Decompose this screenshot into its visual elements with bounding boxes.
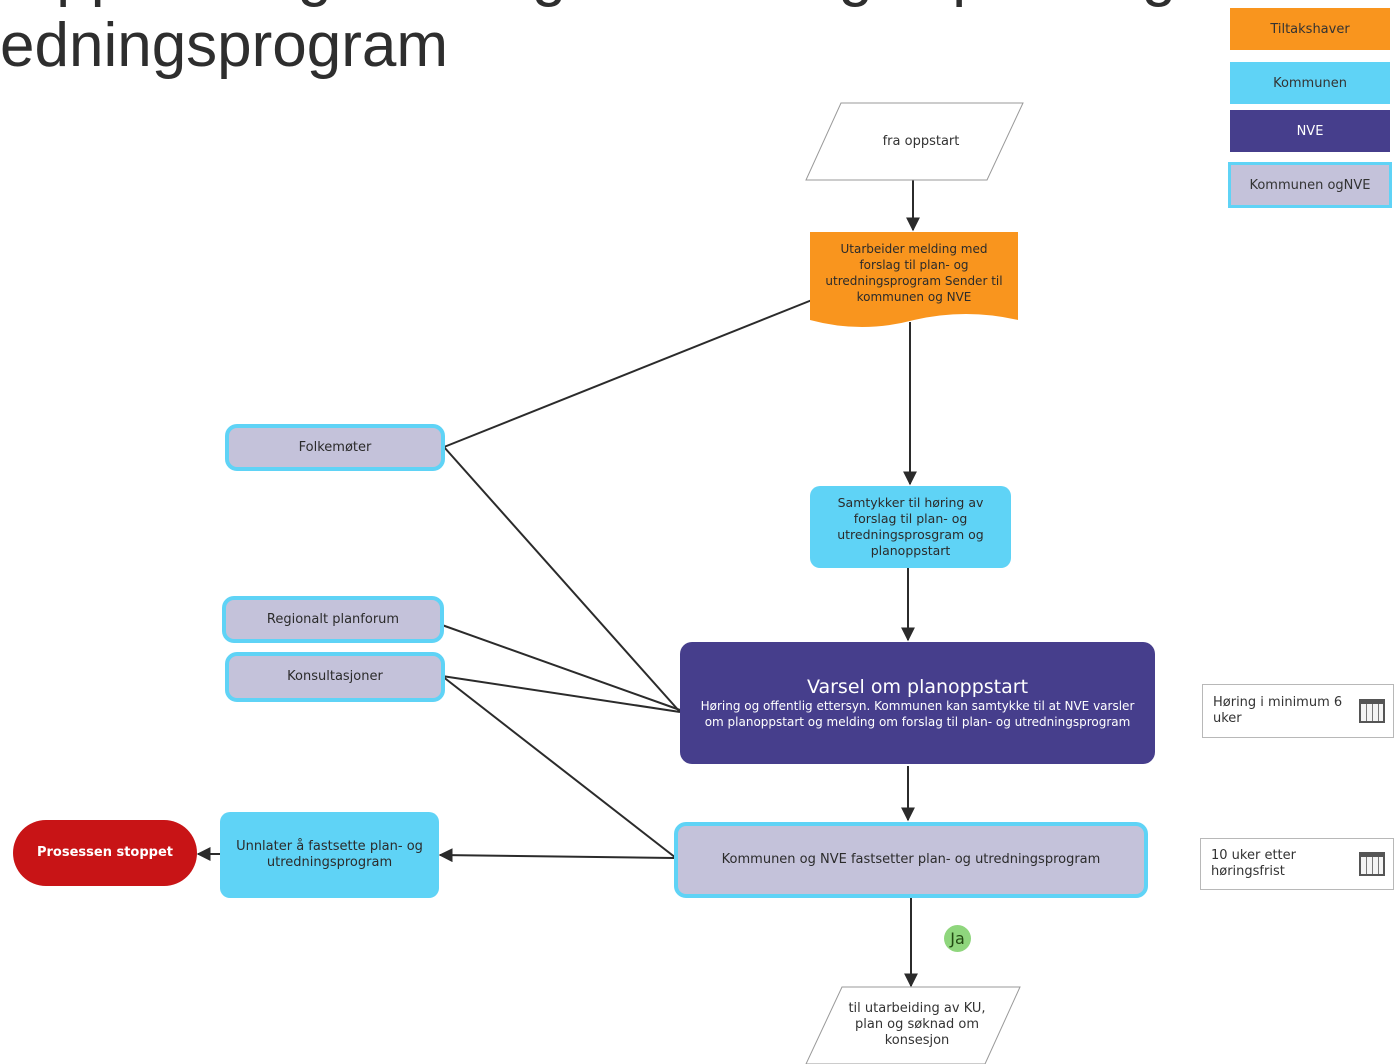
edge-folkemoter-varsel [443, 446, 681, 713]
legend-kommunen-og-nve: Kommunen ogNVE [1228, 162, 1392, 208]
varsel-body: Høring og offentlig ettersyn. Kommunen k… [700, 699, 1135, 729]
calendar-icon [1359, 699, 1385, 723]
konsultasjoner-node: Konsultasjoner [225, 652, 445, 702]
start-node-label: fra oppstart [882, 133, 960, 149]
horing-note: Høring i minimum 6 uker [1202, 684, 1394, 738]
melding-document-shape [810, 232, 1018, 327]
varsel-title: Varsel om planoppstart [806, 676, 1029, 698]
folkemoter-node: Folkemøter [225, 424, 445, 471]
legend-kommunen: Kommunen [1230, 62, 1390, 104]
edge-fastsetter-unnlater [438, 848, 675, 863]
frist-note: 10 uker etter høringsfrist [1200, 838, 1394, 890]
legend-nve: NVE [1230, 110, 1390, 152]
edge-folkemoter-melding [443, 299, 813, 448]
end-parallelogram [805, 986, 1021, 1064]
page-title-line1: Oppstart og melding om forslag til plan-… [8, 0, 1176, 10]
page-title: Oppstart og melding om forslag til plan-… [0, 0, 1176, 82]
varsel-node: Varsel om planoppstart Høring og offentl… [680, 642, 1155, 764]
calendar-icon [1359, 852, 1385, 876]
ja-label: Ja [944, 925, 971, 952]
stoppet-node: Prosessen stoppet [13, 820, 197, 886]
horing-note-text: Høring i minimum 6 uker [1213, 695, 1343, 726]
end-node-label: til utarbeiding av KU, plan og søknad om… [848, 1001, 986, 1048]
legend-tiltakshaver: Tiltakshaver [1230, 8, 1390, 50]
start-parallelogram [805, 102, 1024, 181]
page-title-line2: edningsprogram [0, 11, 449, 80]
samtykker-node: Samtykker til høring av forslag til plan… [810, 486, 1011, 568]
edge-regionalt-varsel [441, 624, 681, 711]
regionalt-planforum-node: Regionalt planforum [222, 596, 444, 643]
frist-note-text: 10 uker etter høringsfrist [1211, 848, 1296, 879]
melding-node: Utarbeider melding med forslag til plan-… [825, 242, 1003, 304]
unnlater-node: Unnlater å fastsette plan- og utrednings… [220, 812, 439, 898]
edge-konsultasjoner-varsel [441, 675, 681, 713]
fastsetter-node: Kommunen og NVE fastsetter plan- og utre… [674, 822, 1148, 898]
edge-konsultasjoner-fastsetter [441, 675, 677, 859]
